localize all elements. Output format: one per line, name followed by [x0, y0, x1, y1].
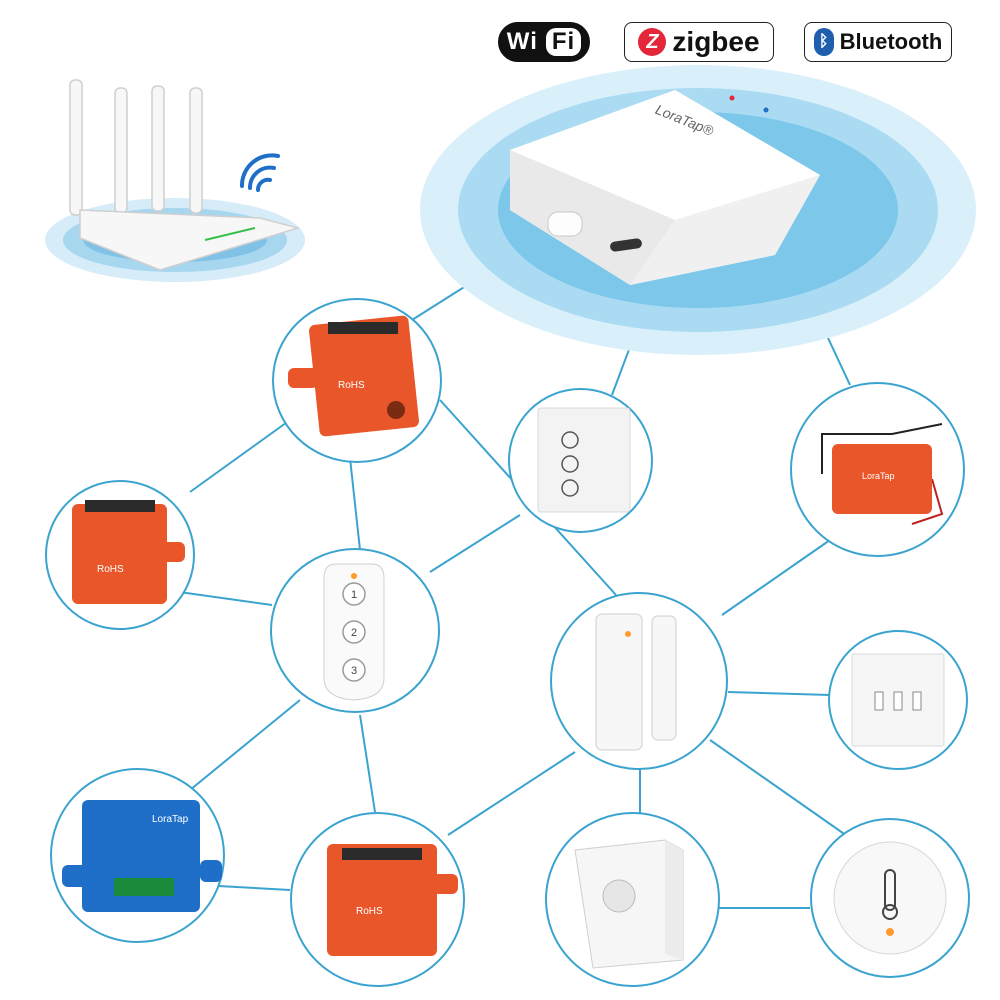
line-door-bottom	[447, 751, 576, 836]
wifi-label: Wi	[506, 28, 538, 55]
wall-switch-icon	[851, 653, 945, 747]
device-node-temp-sensor	[810, 818, 970, 978]
line-remote-curtain	[429, 514, 521, 573]
zigbee-label: zigbee	[672, 26, 760, 57]
switch-module-icon: RoHS	[327, 844, 458, 956]
router-icon	[45, 79, 305, 282]
device-node-module-left: RoHS	[45, 480, 195, 630]
motion-sensor-icon	[574, 839, 684, 969]
module-text: RoHS	[356, 906, 383, 917]
module-text: LoraTap	[862, 471, 895, 481]
device-node-remote: 1 2 3	[270, 548, 440, 713]
door-sensor-icon	[595, 613, 677, 751]
bluetooth-label: Bluetooth	[839, 29, 943, 54]
wifi-label-fi: Fi	[545, 28, 582, 56]
device-node-wall-switch	[828, 630, 968, 770]
line-door-switch	[727, 691, 831, 696]
line-door-temp	[709, 739, 851, 839]
zigbee-icon: Z	[638, 28, 667, 56]
remote-button-2: 2	[351, 627, 357, 639]
bluetooth-icon: ᛒ	[813, 28, 834, 56]
module-text: RoHS	[338, 380, 365, 391]
remote-button-3: 3	[351, 665, 357, 677]
line-top-remote	[349, 457, 361, 551]
wifi-badge: Wi Fi	[498, 22, 590, 62]
switch-module-icon: RoHS	[72, 500, 185, 604]
line-remote-blue	[189, 699, 301, 791]
line-right-door	[721, 539, 831, 616]
switch-module-icon: LoraTap	[62, 800, 222, 912]
thermometer-icon	[833, 841, 947, 955]
module-text: LoraTap	[152, 814, 189, 825]
hub-icon	[510, 90, 820, 285]
device-node-module-bottom: RoHS	[290, 812, 465, 987]
remote-button-1: 1	[351, 589, 357, 601]
device-node-module-top: RoHS	[272, 298, 442, 463]
bluetooth-badge: ᛒ Bluetooth	[804, 22, 952, 62]
device-node-motion-sensor	[545, 812, 720, 987]
zigbee-badge: Z zigbee	[624, 22, 774, 62]
remote-icon: 1 2 3	[323, 563, 385, 701]
curtain-switch-icon	[537, 407, 631, 513]
line-top-left	[189, 419, 291, 493]
switch-module-icon: RoHS	[288, 315, 419, 437]
device-node-curtain-switch	[508, 388, 653, 533]
line-remote-bottom	[359, 714, 376, 813]
device-node-blue-module: LoraTap	[50, 768, 225, 943]
device-node-door-sensor	[550, 592, 728, 770]
switch-module-icon: LoraTap	[821, 423, 944, 525]
device-node-module-right: LoraTap	[790, 382, 965, 557]
module-text: RoHS	[97, 564, 124, 575]
